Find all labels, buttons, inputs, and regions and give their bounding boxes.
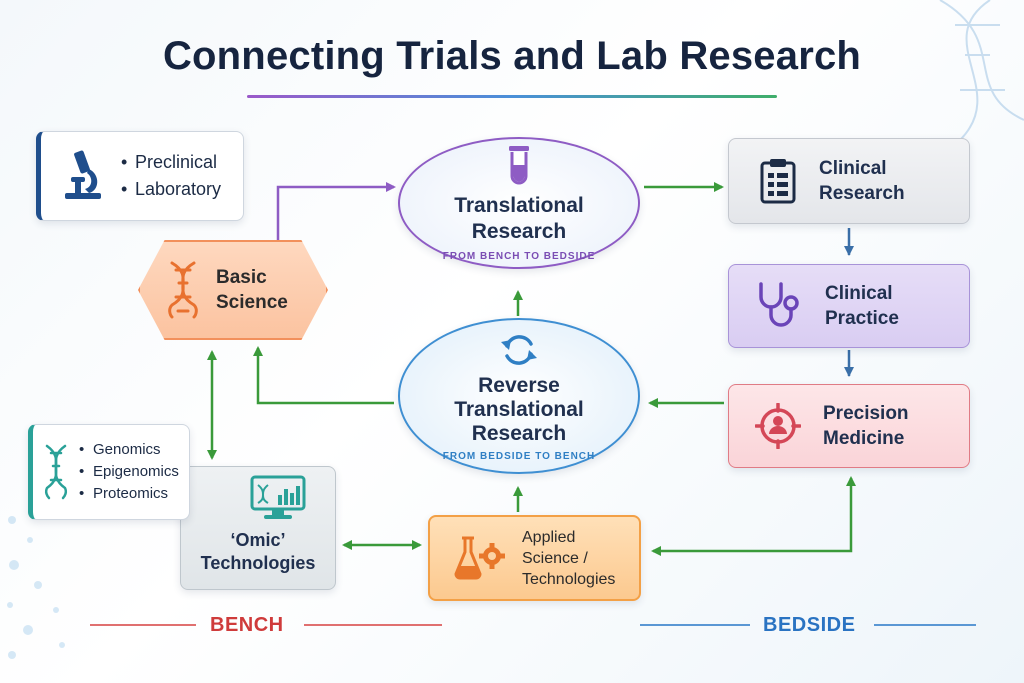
applied-science-node: Applied Science / Technologies [428, 515, 641, 601]
arrow-reverse-to-basic [253, 346, 394, 405]
reverse-translational-node: Reverse Translational Research FROM BEDS… [398, 318, 640, 474]
proteomics-item: Proteomics [77, 483, 179, 505]
monitor-dna-icon [250, 475, 306, 519]
title-underline [247, 95, 777, 98]
precision-label-2: Medicine [823, 428, 905, 449]
precision-label-1: Precision [823, 403, 909, 424]
omics-list-box: Genomics Epigenomics Proteomics [28, 424, 190, 520]
translational-subtitle: FROM BENCH TO BEDSIDE [442, 250, 596, 262]
clinical-research-node: Clinical Research [728, 138, 970, 224]
reverse-label-2: Translational [454, 398, 584, 421]
dna-icon [44, 444, 68, 500]
epigenomics-item: Epigenomics [77, 461, 179, 483]
arrow-applied-to-precision [651, 476, 856, 556]
omic-technologies-node: ‘Omic’ Technologies [180, 466, 336, 590]
clipboard-icon [760, 159, 796, 204]
bench-label: BENCH [210, 614, 284, 636]
target-person-icon [755, 403, 801, 449]
page-title: Connecting Trials and Lab Research [162, 34, 862, 78]
cycle-arrows-icon [501, 335, 537, 365]
applied-label-1: Applied [522, 528, 576, 546]
translational-research-node: Translational Research FROM BENCH TO BED… [398, 137, 640, 269]
omic-label-1: ‘Omic’ [230, 530, 286, 550]
clinical-practice-node: Clinical Practice [728, 264, 970, 348]
basic-science-label-1: Basic [216, 267, 267, 288]
laboratory-item: Laboratory [119, 176, 221, 203]
reverse-label-1: Reverse [478, 374, 560, 397]
omic-label-2: Technologies [200, 553, 316, 573]
reverse-label-3: Research [471, 422, 567, 445]
clinical-practice-label-2: Practice [825, 308, 899, 329]
stethoscope-icon [759, 282, 799, 327]
clinical-research-label-2: Research [819, 183, 905, 204]
dna-icon [168, 261, 198, 319]
basic-science-label-2: Science [216, 292, 288, 313]
preclinical-item: Preclinical [119, 149, 221, 176]
decorative-dots [7, 516, 65, 659]
test-tube-icon [509, 145, 529, 184]
clinical-research-label-1: Clinical [819, 158, 887, 179]
applied-label-3: Technologies [522, 570, 616, 588]
microscope-icon [65, 150, 101, 199]
clinical-practice-label-1: Clinical [825, 283, 893, 304]
precision-medicine-node: Precision Medicine [728, 384, 970, 468]
applied-label-2: Science / [522, 549, 588, 567]
basic-science-node: Basic Science [138, 240, 328, 340]
arrow-basic-to-translational [276, 182, 396, 240]
translational-label-1: Translational [454, 193, 584, 217]
bedside-label: BEDSIDE [763, 614, 856, 636]
preclinical-box: Preclinical Laboratory [36, 131, 244, 221]
decorative-dna-strand [939, 0, 1024, 141]
translational-label-2: Research [471, 219, 567, 243]
flask-gear-icon [454, 536, 505, 580]
genomics-item: Genomics [77, 439, 179, 461]
reverse-subtitle: FROM BEDSIDE TO BENCH [442, 451, 596, 462]
